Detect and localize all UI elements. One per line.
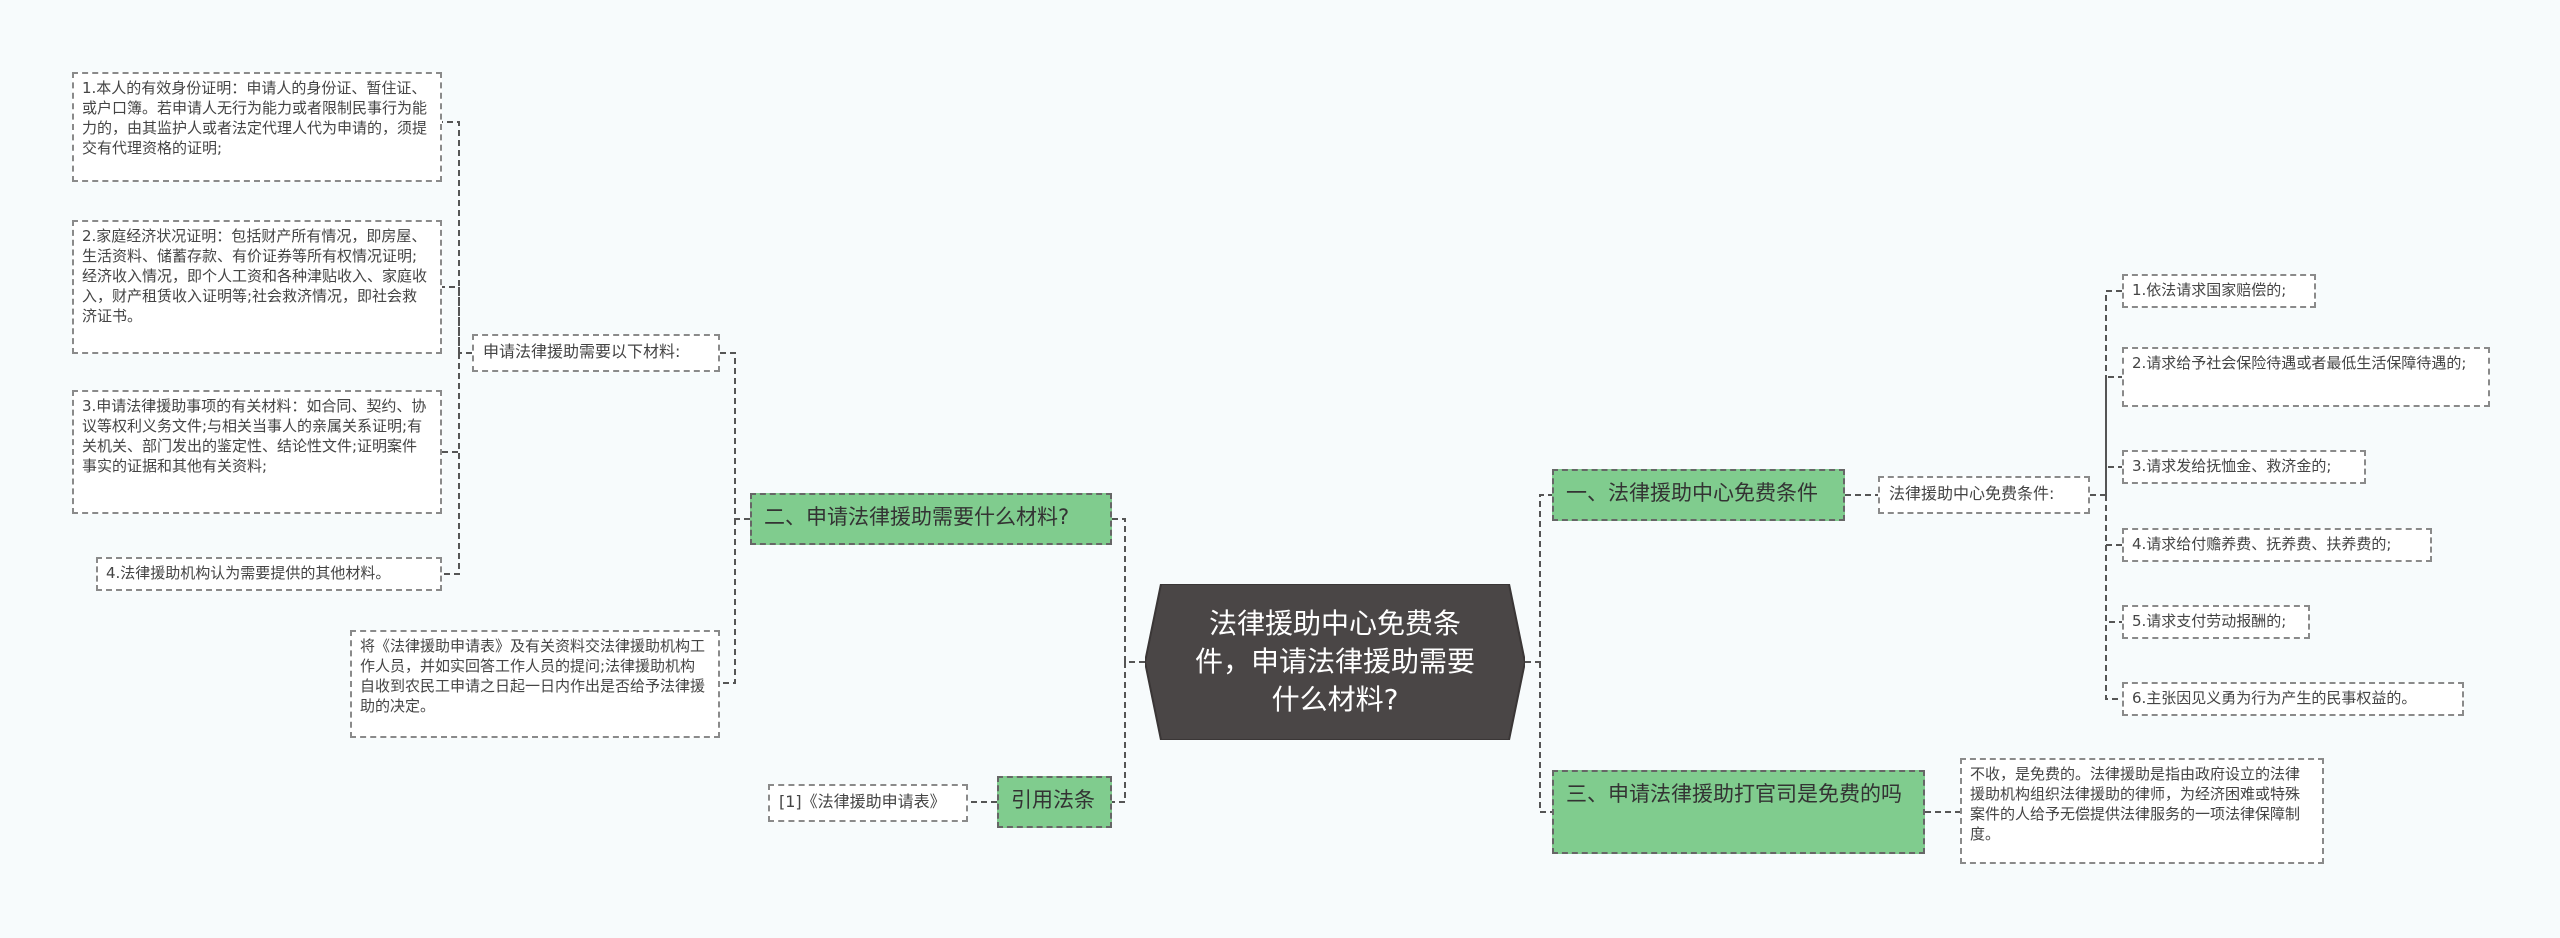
- materials-item-4[interactable]: 4.法律援助机构认为需要提供的其他材料。: [96, 557, 442, 591]
- free-condition-2[interactable]: 2.请求给予社会保险待遇或者最低生活保障待遇的;: [2122, 347, 2490, 407]
- branch-citation[interactable]: 引用法条: [997, 776, 1112, 828]
- free-conditions-sub-label[interactable]: 法律援助中心免费条件:: [1878, 476, 2090, 514]
- free-condition-1[interactable]: 1.依法请求国家赔偿的;: [2122, 274, 2316, 308]
- branch-is-free[interactable]: 三、申请法律援助打官司是免费的吗: [1552, 770, 1925, 854]
- branch-materials[interactable]: 二、申请法律援助需要什么材料?: [750, 493, 1112, 545]
- branch-free-conditions[interactable]: 一、法律援助中心免费条件: [1552, 469, 1845, 521]
- free-condition-6[interactable]: 6.主张因见义勇为行为产生的民事权益的。: [2122, 682, 2464, 716]
- materials-item-1[interactable]: 1.本人的有效身份证明：申请人的身份证、暂住证、或户口簿。若申请人无行为能力或者…: [72, 72, 442, 182]
- materials-sub-label[interactable]: 申请法律援助需要以下材料:: [472, 334, 720, 372]
- free-condition-4[interactable]: 4.请求给付赡养费、抚养费、扶养费的;: [2122, 528, 2432, 562]
- free-condition-3[interactable]: 3.请求发给抚恤金、救济金的;: [2122, 450, 2366, 484]
- materials-item-2[interactable]: 2.家庭经济状况证明：包括财产所有情况，即房屋、生活资料、储蓄存款、有价证券等所…: [72, 220, 442, 354]
- materials-item-3[interactable]: 3.申请法律援助事项的有关材料：如合同、契约、协议等权利义务文件;与相关当事人的…: [72, 390, 442, 514]
- central-topic-shape: [1145, 584, 1525, 740]
- citation-item[interactable]: [1]《法律援助申请表》: [768, 784, 968, 822]
- is-free-answer[interactable]: 不收，是免费的。法律援助是指由政府设立的法律援助机构组织法律援助的律师，为经济困…: [1960, 758, 2324, 864]
- free-condition-5[interactable]: 5.请求支付劳动报酬的;: [2122, 605, 2310, 639]
- materials-note[interactable]: 将《法律援助申请表》及有关资料交法律援助机构工作人员，并如实回答工作人员的提问;…: [350, 630, 720, 738]
- central-topic-title: 法律援助中心免费条件，申请法律援助需要什么材料?: [1194, 607, 1475, 716]
- branch-materials-label: 二、申请法律援助需要什么材料?: [764, 505, 1070, 529]
- central-topic[interactable]: 法律援助中心免费条件，申请法律援助需要什么材料?: [1145, 584, 1525, 740]
